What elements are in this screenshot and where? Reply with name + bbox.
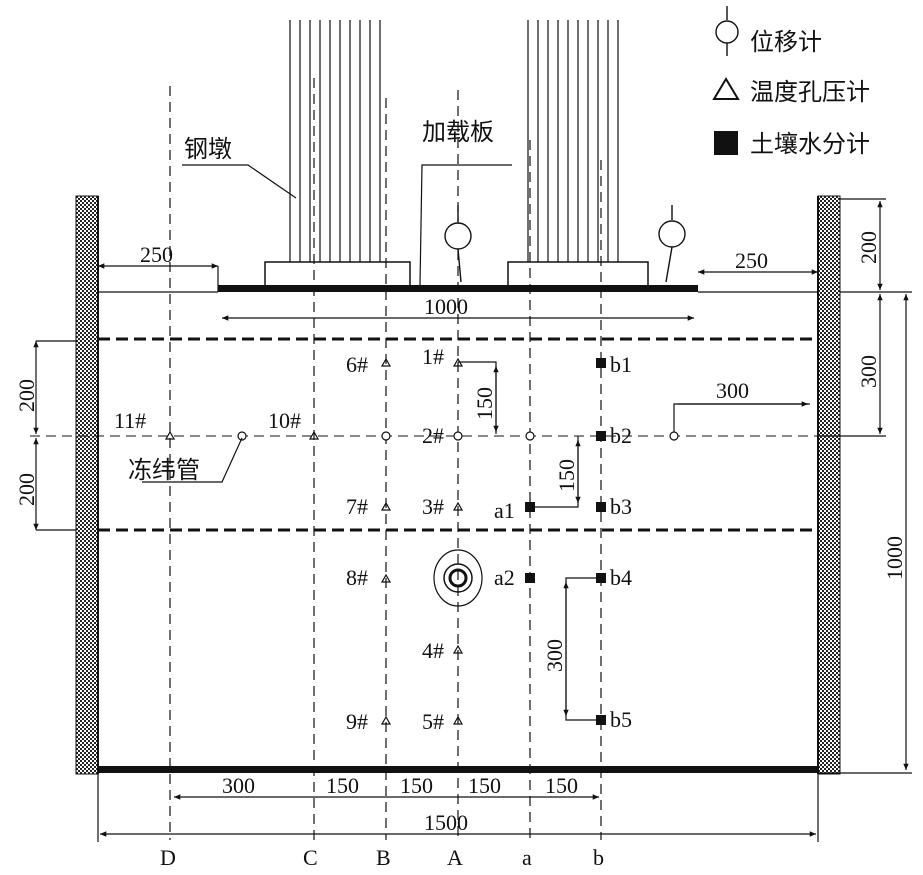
legend-temp-label: 温度孔压计 xyxy=(750,78,870,106)
axis-lines xyxy=(169,78,602,840)
dim-sensor-1-2: 150 xyxy=(472,387,497,420)
axis-label-b: b xyxy=(593,845,604,870)
sensor-label: 5# xyxy=(422,709,444,734)
dim-left-gap: 250 xyxy=(140,242,173,267)
legend-square-icon xyxy=(714,131,738,155)
dim-right-depth: 1000 xyxy=(882,536,907,580)
dim-b4-b5: 300 xyxy=(542,639,567,672)
legend-displacement-label: 位移计 xyxy=(750,28,822,56)
moisture-label: b1 xyxy=(610,352,632,377)
sensor-label: 3# xyxy=(422,494,444,519)
dim-sensor-2-3: 150 xyxy=(554,459,579,492)
dim-bottom-seg-3: 150 xyxy=(400,773,433,798)
dim-bottom-seg-2: 150 xyxy=(326,773,359,798)
axis-label-a: a xyxy=(522,845,532,870)
sensor-label: 10# xyxy=(268,408,301,433)
moisture-label: b4 xyxy=(610,565,632,590)
pier-foot-right xyxy=(507,261,649,287)
sensor-label: 2# xyxy=(422,423,444,448)
right-wall xyxy=(817,195,841,775)
central-hole xyxy=(433,549,483,607)
dim-right-pipe: 300 xyxy=(716,378,749,403)
dim-bottom-seg-1: 300 xyxy=(222,773,255,798)
sensor-label: 11# xyxy=(114,408,146,433)
dim-right-gap: 250 xyxy=(735,248,768,273)
steel-pier-rods xyxy=(289,20,619,262)
sensor-label: 6# xyxy=(346,352,368,377)
leader-lines xyxy=(142,164,512,483)
sensor-label: 1# xyxy=(422,344,444,369)
dim-right-top: 200 xyxy=(856,231,881,264)
dim-bottom-seg-4: 150 xyxy=(468,773,501,798)
axis-label-B: B xyxy=(376,845,391,870)
moisture-label: a2 xyxy=(494,565,515,590)
displacement-meter xyxy=(444,205,472,283)
moisture-label: b2 xyxy=(610,423,632,448)
dim-left-upper: 200 xyxy=(14,379,39,412)
loading-plate-label: 加载板 xyxy=(422,118,494,146)
sensor-label: 9# xyxy=(346,709,368,734)
left-wall xyxy=(75,195,99,775)
dim-right-mid: 300 xyxy=(856,355,881,388)
sensor-label: 4# xyxy=(422,638,444,663)
temperature-sensors xyxy=(164,357,464,725)
axis-label-C: C xyxy=(303,845,318,870)
dimension-lines xyxy=(33,198,912,842)
pier-foot-left xyxy=(264,261,411,287)
steel-pier-label: 钢墩 xyxy=(184,135,232,163)
freezing-tube-points xyxy=(237,431,679,441)
dim-total-width: 1500 xyxy=(424,810,468,835)
moisture-label: a1 xyxy=(494,498,515,523)
dim-plate-width: 1000 xyxy=(424,294,468,319)
sensor-label: 8# xyxy=(346,565,368,590)
dim-left-lower: 200 xyxy=(14,473,39,506)
legend-moisture-label: 土壤水分计 xyxy=(750,130,870,158)
moisture-sensors xyxy=(525,358,606,725)
freezing-tube-label: 冻纬管 xyxy=(128,456,200,484)
moisture-label: b3 xyxy=(610,494,632,519)
axis-label-A: A xyxy=(447,845,463,870)
moisture-label: b5 xyxy=(610,707,632,732)
sensor-label: 7# xyxy=(346,494,368,519)
displacement-meter xyxy=(658,205,686,283)
axis-label-D: D xyxy=(160,845,176,870)
legend-triangle-icon xyxy=(712,77,740,100)
dim-bottom-seg-5: 150 xyxy=(545,773,578,798)
legend-displacement-icon xyxy=(715,6,739,56)
